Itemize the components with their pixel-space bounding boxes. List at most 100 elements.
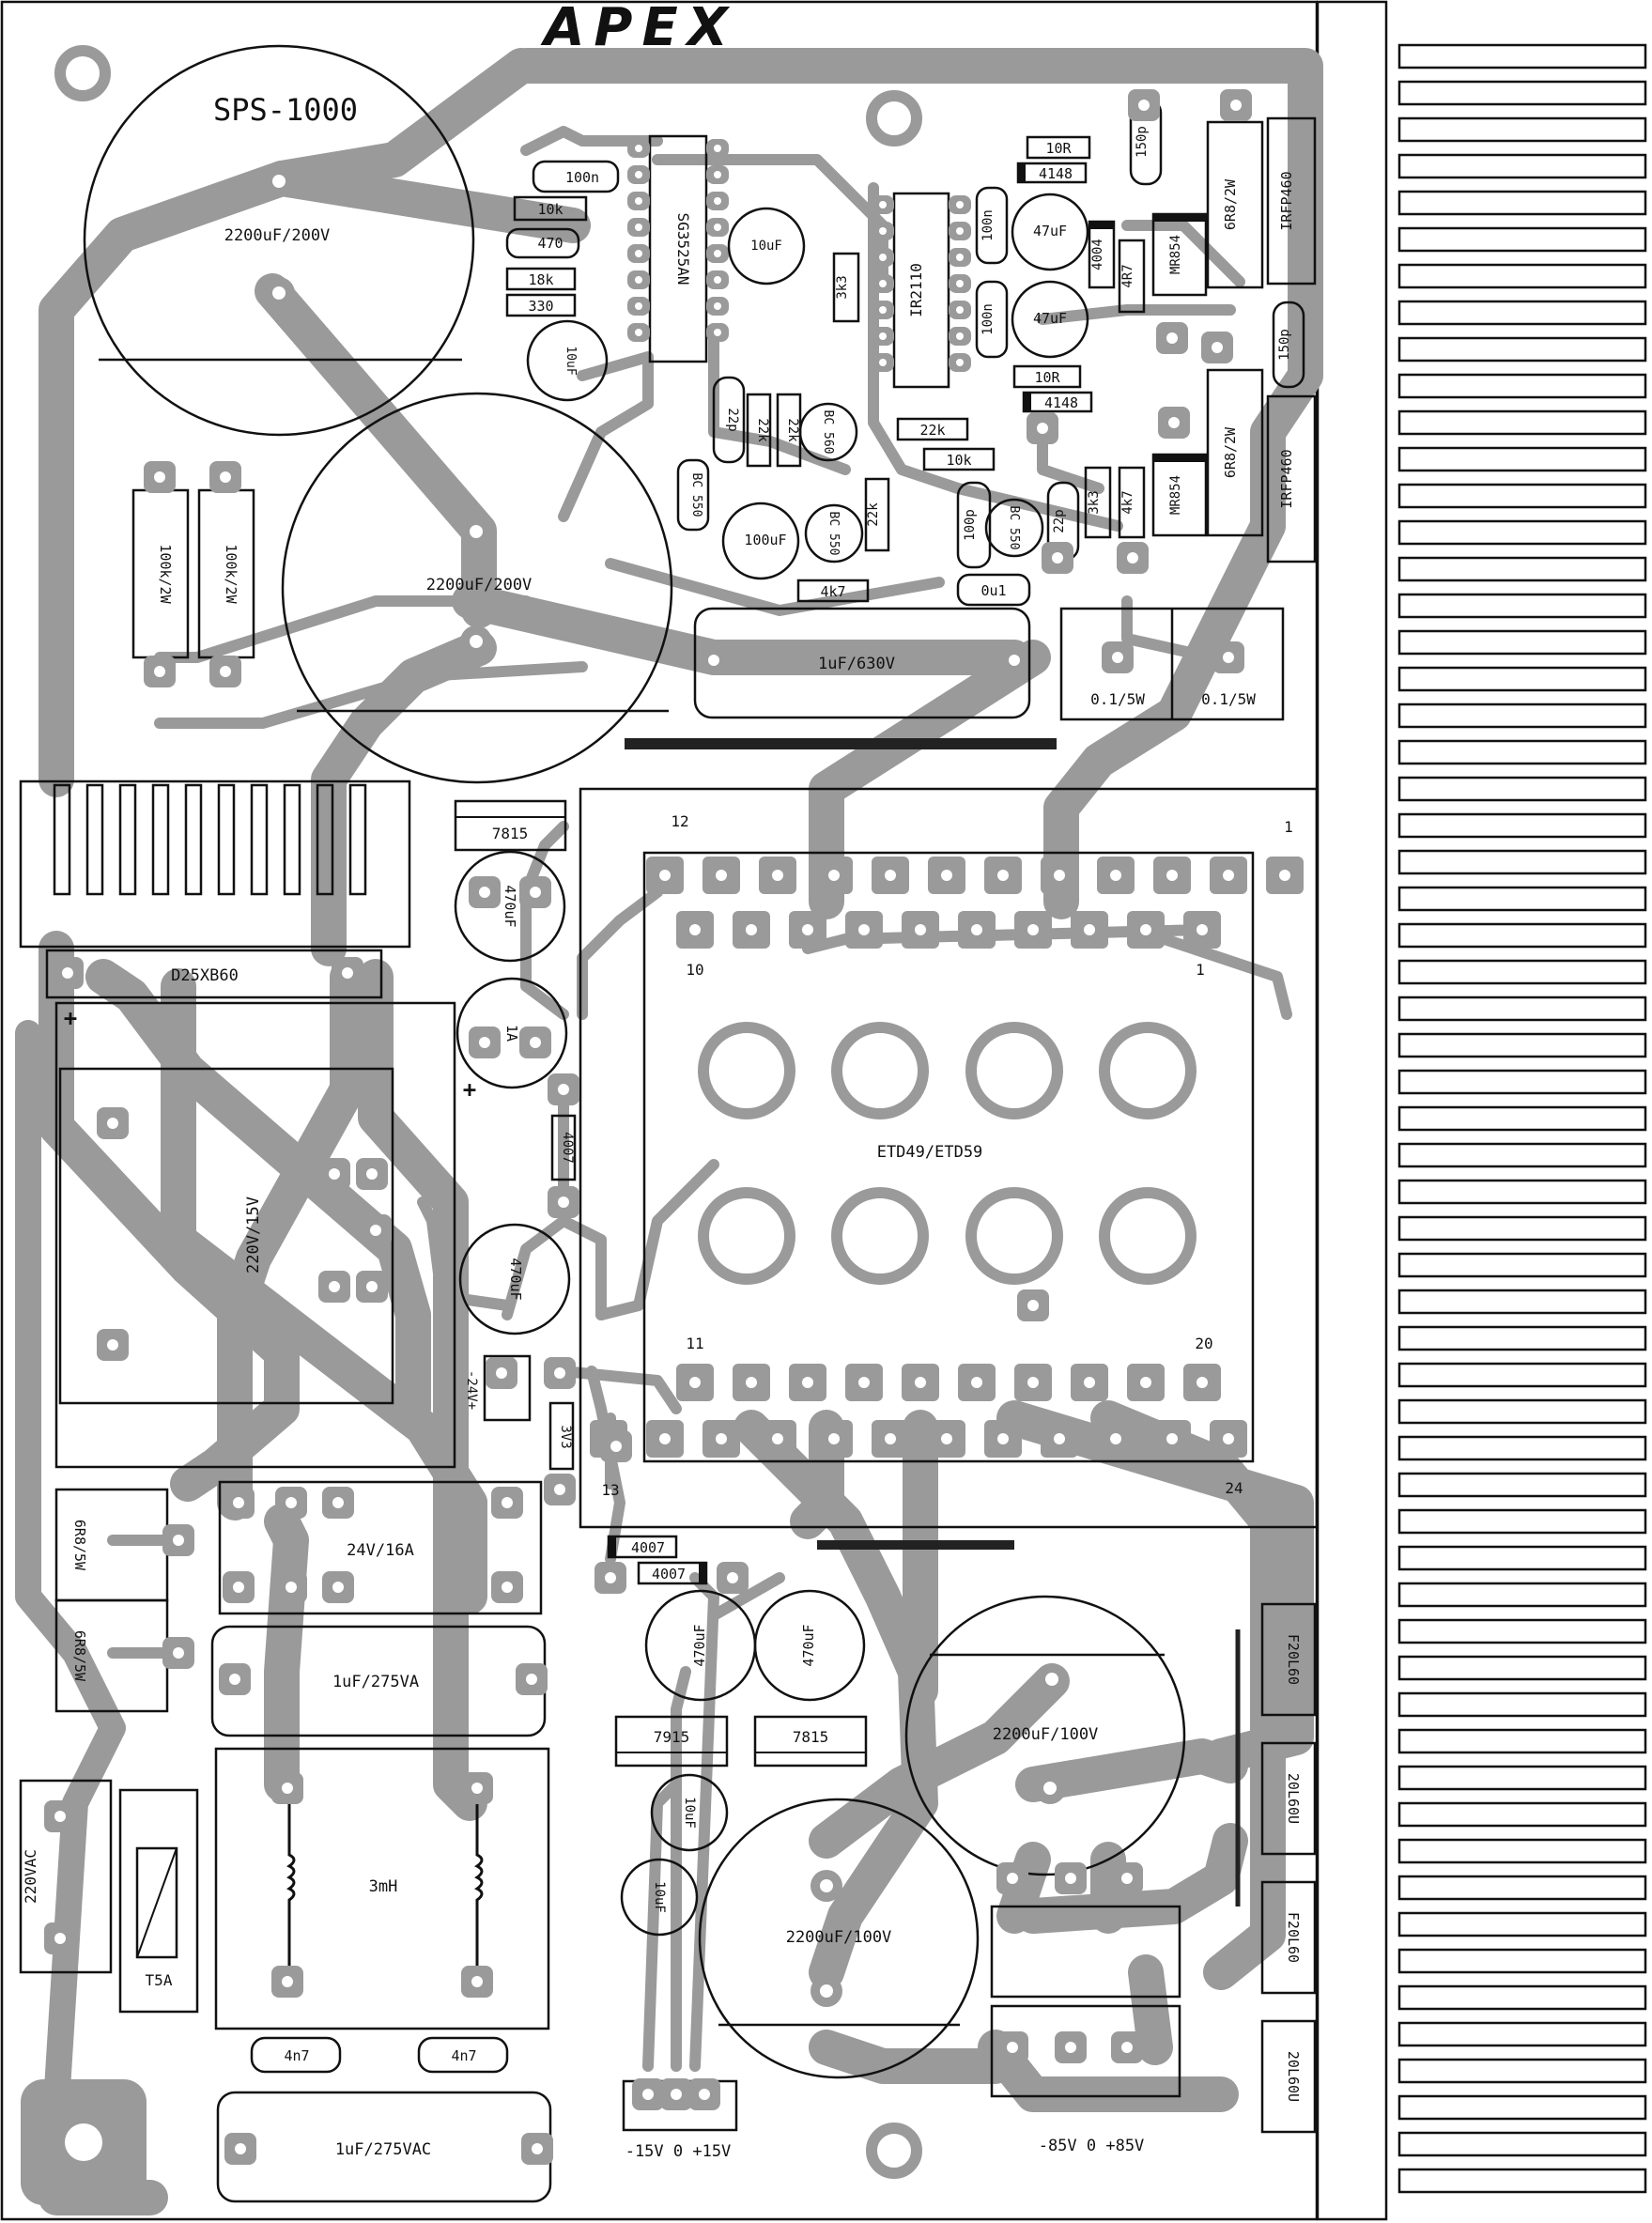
heatsink-fin bbox=[1397, 702, 1647, 729]
pin-20: 20 bbox=[1195, 1335, 1212, 1352]
cap-hv-b bbox=[698, 1798, 980, 2079]
transformer-pin-hole bbox=[858, 924, 870, 935]
component-pads bbox=[44, 89, 1252, 2165]
current-sense-a-label: 0.1/5W bbox=[1090, 690, 1145, 708]
heatsink-fin bbox=[1397, 776, 1647, 802]
transformer-pin-hole bbox=[828, 1433, 840, 1444]
transformer-pin-hole bbox=[772, 1433, 783, 1444]
cap-1A-label: 1A bbox=[503, 1025, 520, 1042]
main-transformer-label: ETD49/ETD59 bbox=[877, 1143, 983, 1162]
transformer-pin-hole bbox=[802, 1377, 813, 1388]
pad-hole bbox=[526, 1674, 537, 1685]
ic-pin-hole bbox=[635, 329, 642, 336]
heatsink-fin bbox=[1397, 1325, 1647, 1351]
main-transformer-core bbox=[642, 851, 1255, 1463]
cap-y-a-label: 4n7 bbox=[284, 2047, 309, 2064]
transformer-pin-hole bbox=[802, 924, 813, 935]
cap-470uF-a bbox=[454, 850, 566, 963]
bleeder-a-label: 100k/2W bbox=[157, 544, 174, 604]
plus-sign-b: + bbox=[463, 1076, 476, 1103]
cap-hv-b-label: 2200uF/100V bbox=[786, 1928, 892, 1947]
mosfet-b-label: IRFP460 bbox=[1278, 449, 1295, 508]
pin-1-top: 1 bbox=[1284, 818, 1293, 836]
gate-res-b-label: 6R8/2W bbox=[1222, 426, 1239, 478]
cap-470uF-d-label: 470uF bbox=[800, 1624, 817, 1666]
heatsink-fin bbox=[1397, 1252, 1647, 1278]
zener-label: 3V3 bbox=[558, 1425, 573, 1448]
pad-hole bbox=[1007, 1873, 1018, 1884]
transformer-pin-hole bbox=[1084, 1377, 1095, 1388]
heatsink-fin bbox=[1397, 2168, 1647, 2194]
heatsink-fin bbox=[1397, 190, 1647, 216]
pad-hole bbox=[366, 1168, 378, 1180]
transformer-pin-hole bbox=[1027, 924, 1039, 935]
r-4k7-b bbox=[1118, 466, 1146, 539]
c-150p-b-label: 150p bbox=[1277, 329, 1292, 361]
r-18k bbox=[505, 267, 577, 291]
gate-res-a bbox=[1206, 120, 1264, 289]
transformer-pin-hole bbox=[716, 870, 727, 881]
r-330-label: 330 bbox=[528, 298, 553, 315]
heatsink-fin bbox=[1397, 849, 1647, 875]
cap-y-b-label: 4n7 bbox=[451, 2047, 476, 2064]
reg-bottom-a-label: 7915 bbox=[654, 1728, 690, 1746]
bridge-fin bbox=[151, 783, 170, 896]
r-330 bbox=[505, 293, 577, 317]
c-47uF-a bbox=[1011, 193, 1089, 271]
heatsink-fin bbox=[1397, 409, 1647, 436]
pad-hole bbox=[671, 2089, 682, 2100]
cap-snub-630 bbox=[693, 607, 1031, 719]
r-4R7-label: 4R7 bbox=[1120, 264, 1135, 287]
bus-bar-top bbox=[625, 738, 1057, 749]
transformer-pin-hole bbox=[746, 924, 757, 935]
pad-hole bbox=[642, 2089, 654, 2100]
connector-24v bbox=[483, 1354, 532, 1422]
pad-hole bbox=[699, 2089, 710, 2100]
ic-pin-hole bbox=[879, 359, 887, 366]
bc560 bbox=[798, 402, 858, 462]
ic-pin-hole bbox=[635, 276, 642, 284]
heatsink-fin bbox=[1397, 886, 1647, 912]
pad-hole bbox=[54, 1811, 66, 1822]
pad-hole bbox=[532, 2143, 543, 2154]
ic-pin-hole bbox=[956, 306, 964, 314]
ic-pin-hole bbox=[956, 227, 964, 235]
r-22k-d bbox=[864, 477, 890, 552]
c-47uF-b bbox=[1011, 280, 1089, 359]
c-10uF-c-label: 10uF bbox=[682, 1797, 697, 1829]
transformer-pin-hole bbox=[1197, 1377, 1208, 1388]
transformer-hole bbox=[698, 1022, 795, 1119]
pad-hole bbox=[554, 1367, 565, 1379]
hv-filter-a bbox=[990, 1905, 1181, 1999]
c-150p-a-label: 150p bbox=[1135, 126, 1150, 158]
bus-bar-bottom bbox=[817, 1540, 1014, 1550]
controller-ic bbox=[648, 134, 708, 363]
fuse bbox=[135, 1846, 178, 1959]
r-100n-label: 100n bbox=[565, 169, 599, 186]
r-22k-a-label: 22k bbox=[755, 418, 770, 442]
pad-hole bbox=[471, 1976, 483, 1987]
board-name: SPS-1000 bbox=[213, 92, 358, 128]
heatsink-fin bbox=[1397, 300, 1647, 326]
pad-hole bbox=[1121, 2042, 1133, 2053]
heatsink-fin bbox=[1397, 1215, 1647, 1242]
ic-pin-pads bbox=[627, 139, 971, 372]
transformer-pin-hole bbox=[716, 1433, 727, 1444]
pad-hole bbox=[479, 887, 490, 898]
pad-hole bbox=[107, 1118, 118, 1129]
transformer-hole bbox=[965, 1022, 1063, 1119]
cap-main-mid bbox=[281, 392, 673, 784]
bc550-b-label: BC 550 bbox=[826, 512, 841, 556]
fuse-holder bbox=[118, 1788, 199, 2014]
inrush-a-label: 6R8/5W bbox=[71, 1520, 88, 1571]
heatsink-fin bbox=[1397, 1984, 1647, 2011]
pad-hole bbox=[1065, 2042, 1076, 2053]
mains-connector-label: 220VAC bbox=[22, 1849, 39, 1904]
r-10R-b bbox=[1012, 364, 1082, 389]
diode-d4004-aux bbox=[550, 1114, 577, 1181]
heatsink-fin bbox=[1397, 1472, 1647, 1498]
heatsink-fin bbox=[1397, 1362, 1647, 1388]
pad-hole bbox=[610, 1441, 622, 1452]
mounting-hole bbox=[54, 45, 111, 101]
transformer-pin-hole bbox=[828, 870, 840, 881]
